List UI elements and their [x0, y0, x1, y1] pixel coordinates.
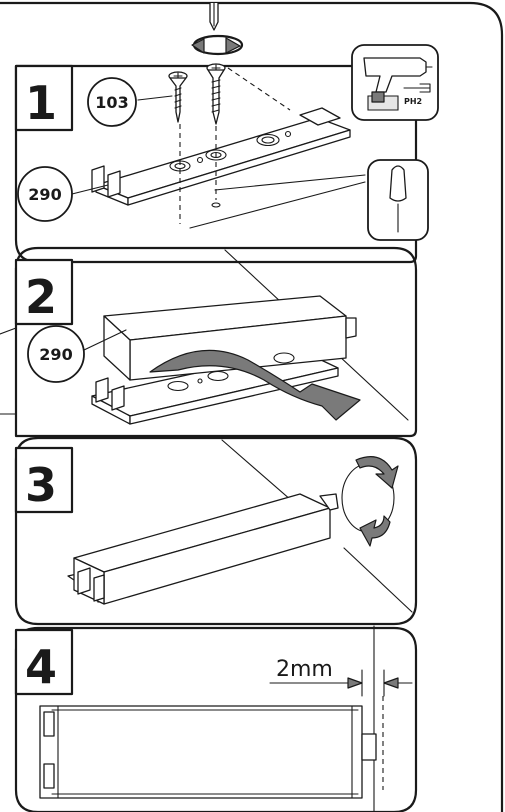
step-number-4: 4 [25, 640, 57, 694]
screwdriver-icon [367, 159, 429, 241]
step-number-1: 1 [25, 76, 57, 130]
callout-290: 290 [17, 166, 109, 222]
mounting-plate [91, 107, 351, 206]
svg-text:290: 290 [28, 185, 61, 204]
step-4-panel: 4 2mm [14, 625, 418, 812]
damper-top-view [39, 696, 384, 799]
svg-text:290: 290 [39, 345, 72, 364]
dimension-2mm: 2mm [269, 657, 413, 697]
step-3-panel: 3 [14, 436, 418, 626]
damper-mounted [67, 493, 339, 605]
slide-arrow-icon [149, 349, 361, 421]
screw-long [206, 63, 226, 208]
screw-103 [168, 71, 188, 224]
mounting-plate [91, 349, 339, 425]
svg-text:103: 103 [95, 93, 128, 112]
rotation-arrow-icon [191, 34, 244, 56]
step-number-2: 2 [25, 270, 57, 324]
step-1-panel: 1 [14, 44, 439, 264]
rotation-arrow-icon [341, 456, 399, 547]
callout-103: 103 [87, 77, 173, 127]
screwdriver-tip-icon [209, 2, 219, 31]
step-number-3: 3 [25, 458, 57, 512]
drill-bit-label: PH2 [404, 97, 422, 106]
callout-290: 290 [27, 325, 127, 383]
step-2-panel: 2 290 [0, 246, 418, 438]
dimension-label: 2mm [276, 657, 333, 682]
drill-icon: PH2 [351, 44, 439, 121]
